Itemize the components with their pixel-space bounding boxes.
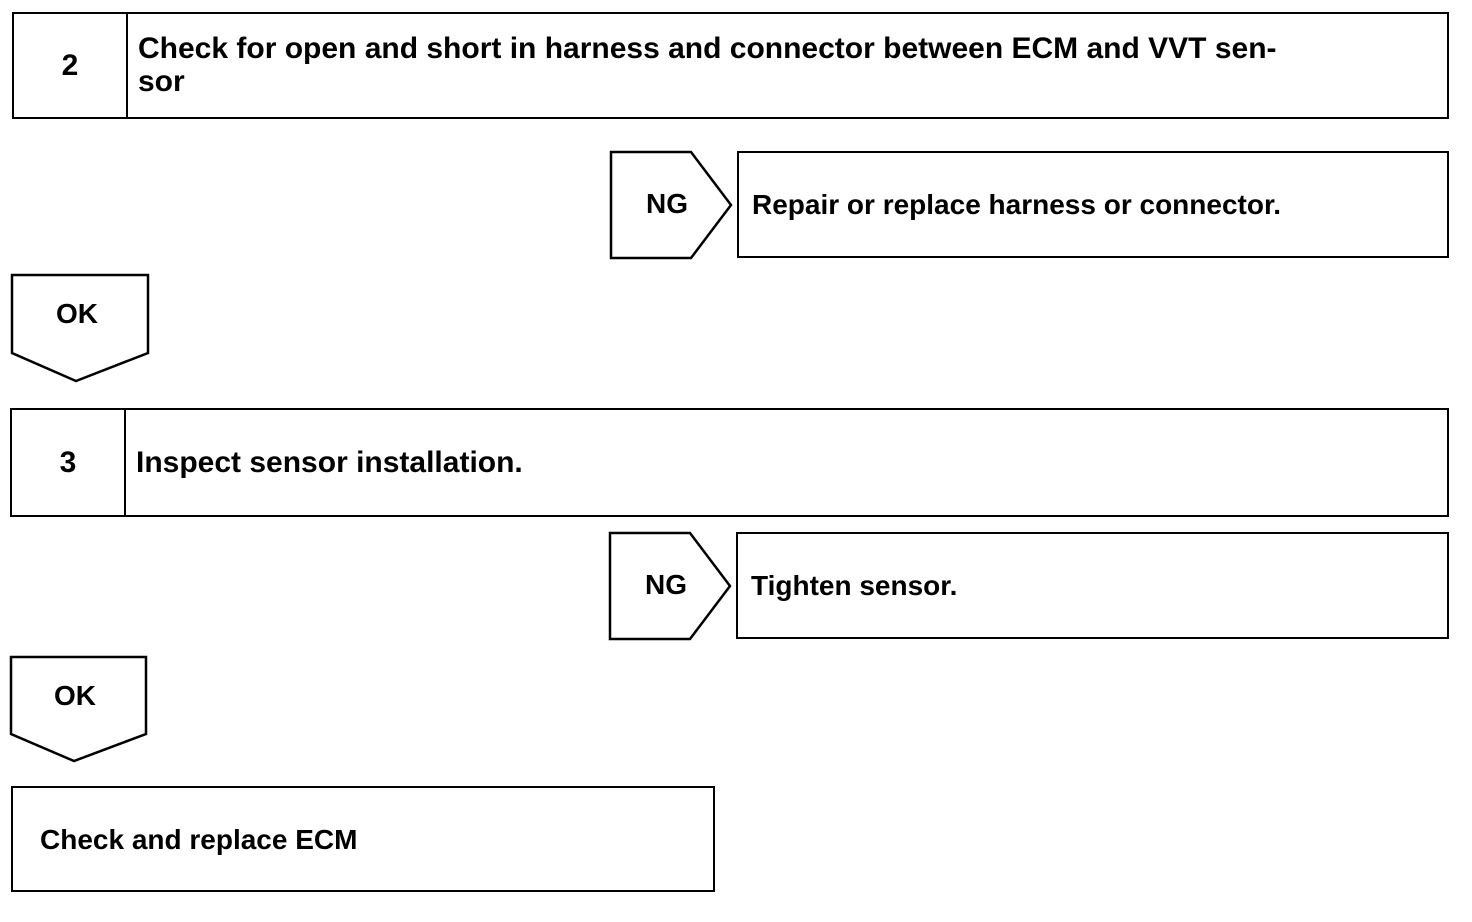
ng-label: NG bbox=[646, 188, 688, 219]
step-text: Check for open and short in harness and … bbox=[138, 32, 1277, 98]
ok-arrow-shape bbox=[9, 655, 148, 763]
final-action-text: Check and replace ECM bbox=[40, 824, 358, 855]
step-text: Inspect sensor installation. bbox=[136, 446, 523, 479]
ok-label: OK bbox=[54, 680, 96, 711]
ng-label: NG bbox=[645, 569, 687, 600]
ng-arrow-shape bbox=[609, 150, 733, 260]
ok-arrow-shape bbox=[10, 273, 150, 383]
ng-action-text: Repair or replace harness or connector. bbox=[752, 189, 1282, 220]
step-2-box: 2 Check for open and short in harness an… bbox=[12, 12, 1449, 119]
final-action-box: Check and replace ECM bbox=[11, 786, 715, 892]
ng-action-text: Tighten sensor. bbox=[751, 570, 958, 601]
ng-action-box-2: Tighten sensor. bbox=[736, 532, 1449, 639]
ng-arrow-shape bbox=[608, 531, 732, 641]
step-number: 3 bbox=[12, 410, 126, 515]
ok-label: OK bbox=[56, 298, 98, 329]
ng-action-box-1: Repair or replace harness or connector. bbox=[737, 151, 1449, 258]
step-3-box: 3 Inspect sensor installation. bbox=[10, 408, 1449, 517]
step-number: 2 bbox=[14, 14, 128, 117]
